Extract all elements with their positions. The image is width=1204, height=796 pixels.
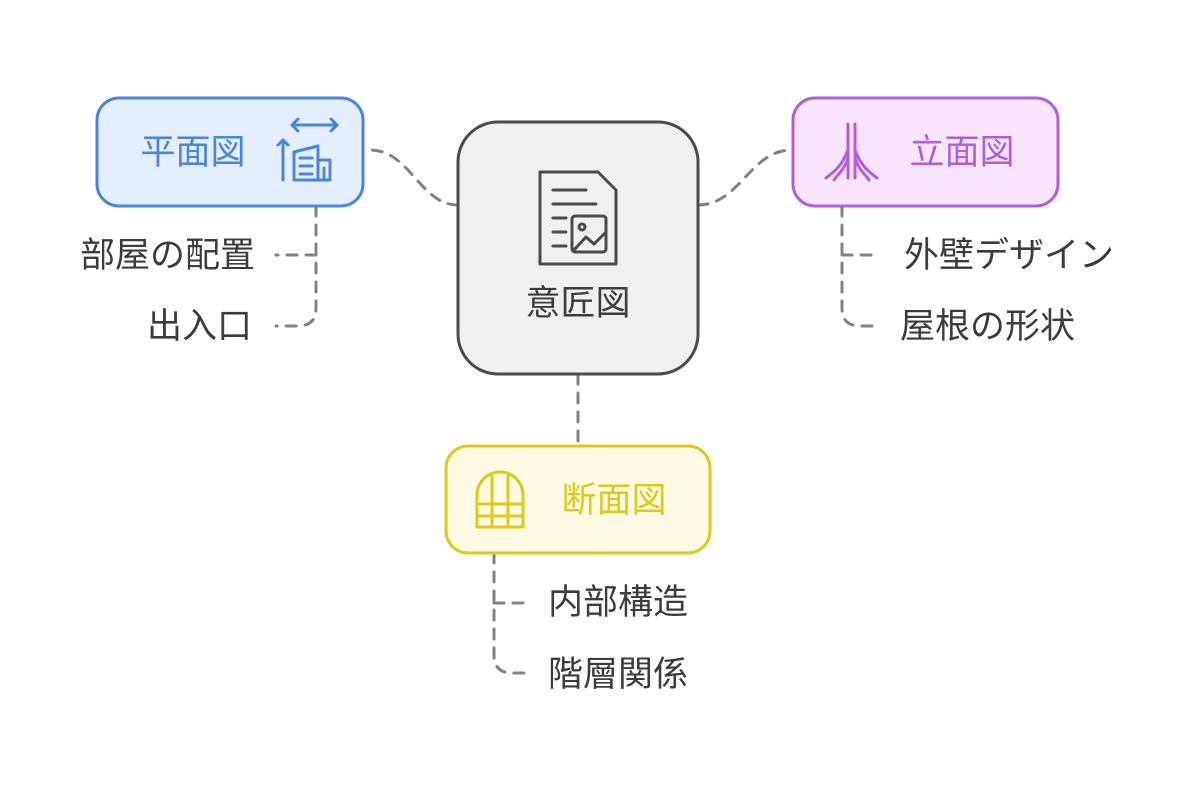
elevation-label: 立面図 [909, 133, 1014, 173]
connector-center-elevation [696, 148, 794, 207]
elevation-item-roof-shape: 屋根の形状 [900, 307, 1075, 347]
center-node[interactable]: 意匠図 [456, 120, 700, 376]
connector-center-plan [368, 148, 460, 207]
plan-label: 平面図 [140, 133, 245, 173]
section-node[interactable]: 断面図 [444, 444, 712, 555]
connector-elevation-items [840, 204, 882, 328]
plan-item-room-layout: 部屋の配置 [80, 236, 255, 276]
elevation-node[interactable]: 立面図 [791, 96, 1060, 208]
section-item-floor-relations: 階層関係 [548, 655, 688, 695]
arched-window-icon [475, 470, 525, 529]
document-image-icon [538, 170, 618, 266]
elevation-roots-icon [824, 122, 879, 182]
section-item-internal-structure: 内部構造 [548, 583, 688, 623]
plan-node[interactable]: 平面図 [95, 96, 365, 208]
elevation-item-exterior-wall: 外壁デザイン [904, 236, 1114, 276]
connector-plan-items [274, 204, 318, 328]
section-label: 断面図 [561, 481, 666, 521]
floor-plan-icon [276, 117, 339, 182]
connectors [274, 148, 882, 675]
plan-item-entrance: 出入口 [147, 307, 252, 347]
connector-section-items [492, 551, 534, 675]
center-label: 意匠図 [525, 284, 630, 324]
